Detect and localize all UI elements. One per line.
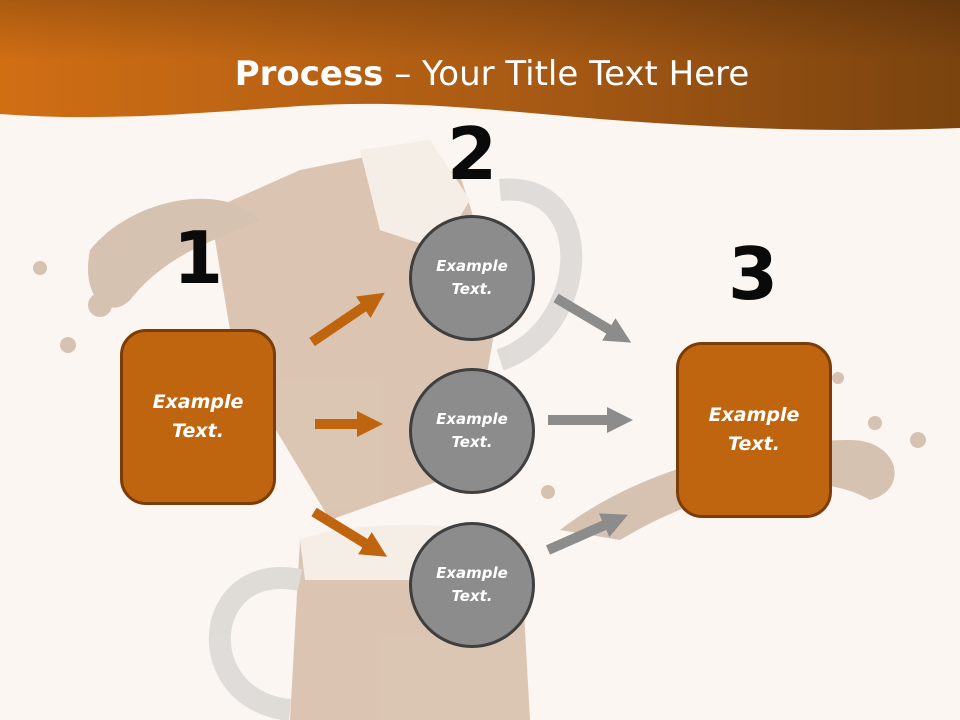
- step2-circle-bottom: Example Text.: [409, 522, 535, 648]
- step-number-1: 1: [172, 216, 224, 300]
- arrow-to-step2-bottom: [311, 507, 388, 557]
- title-bold: Process: [234, 54, 384, 94]
- title-rest: – Your Title Text Here: [383, 54, 750, 94]
- step1-box-text: Example Text.: [152, 391, 244, 442]
- arrow-to-step3-bottom: [545, 513, 628, 555]
- arrow-to-step2-top: [309, 292, 385, 347]
- step-number-3: 3: [727, 232, 779, 316]
- step2-circle-top: Example Text.: [409, 215, 535, 341]
- slide-title: Process – Your Title Text Here: [0, 52, 960, 96]
- step1-box: Example Text.: [120, 329, 276, 505]
- step-number-2: 2: [446, 112, 498, 196]
- step2-circle-bottom-text: Example Text.: [436, 564, 508, 605]
- step3-box: Example Text.: [676, 342, 832, 518]
- step2-circle-middle: Example Text.: [409, 368, 535, 494]
- header-band: [0, 0, 960, 130]
- step3-box-text: Example Text.: [708, 404, 800, 455]
- arrow-to-step3-top: [553, 293, 632, 343]
- step2-circle-top-text: Example Text.: [436, 257, 508, 298]
- step2-circle-middle-text: Example Text.: [436, 410, 508, 451]
